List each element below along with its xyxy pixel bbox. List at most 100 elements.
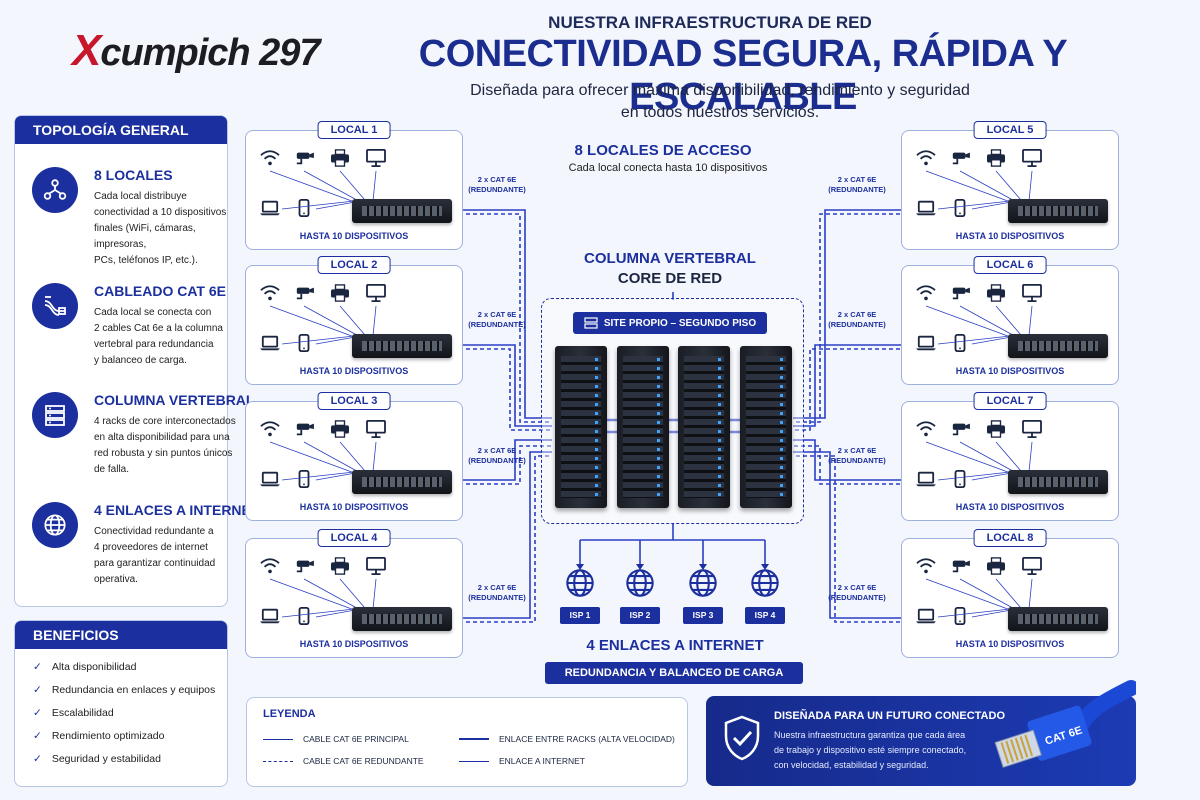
feature-line: 4 racks de core interconectados — [94, 416, 236, 427]
phone-icon — [292, 605, 316, 627]
phone-icon — [948, 332, 972, 354]
legend: LEYENDA CABLE CAT 6E PRINCIPAL CABLE CAT… — [246, 697, 688, 787]
globe-icon — [32, 502, 78, 548]
benefit-label: Escalabilidad — [51, 707, 114, 719]
local-label: LOCAL 2 — [317, 256, 391, 274]
network-switch — [1008, 607, 1108, 631]
rack-icon — [32, 392, 78, 438]
redundant-label: 2 x CAT 6E(REDUNDANTE) — [468, 310, 526, 329]
benefit-label: Alta disponibilidad — [51, 661, 137, 673]
globe-icon — [625, 568, 655, 598]
camera-icon — [292, 555, 316, 577]
phone-icon — [948, 197, 972, 219]
printer-icon — [984, 282, 1008, 304]
subtitle-line-2: en todos nuestros servicios. — [620, 104, 820, 121]
feature-line: Conectividad redundante a — [94, 526, 214, 537]
network-icon — [32, 167, 78, 213]
legend-item-redundant: CABLE CAT 6E REDUNDANTE — [263, 756, 424, 766]
isp-label: ISP 2 — [620, 607, 660, 624]
network-switch — [1008, 470, 1108, 494]
monitor-icon — [364, 147, 388, 169]
local-caption: HASTA 10 DISPOSITIVOS — [955, 639, 1065, 649]
printer-icon — [328, 555, 352, 577]
network-switch — [1008, 334, 1108, 358]
isp-label: ISP 4 — [745, 607, 785, 624]
globe-icon — [750, 568, 780, 598]
local-caption: HASTA 10 DISPOSITIVOS — [299, 639, 409, 649]
site-tag: SITE PROPIO – SEGUNDO PISO — [573, 312, 767, 334]
feature-line: vertebral para redundancia — [94, 339, 214, 350]
network-switch — [352, 470, 452, 494]
check-icon: ✓ — [33, 707, 42, 719]
network-switch — [352, 199, 452, 223]
globe-icon — [565, 568, 595, 598]
legend-title: LEYENDA — [263, 708, 316, 720]
internet-title: 4 ENLACES A INTERNET — [586, 637, 764, 654]
logo-text: Xcumpich 297 — [72, 26, 321, 75]
core-subtitle: CORE DE RED — [617, 270, 723, 287]
core-rack — [555, 346, 607, 508]
wifi-icon — [914, 147, 938, 169]
laptop-icon — [258, 197, 282, 219]
wifi-icon — [914, 555, 938, 577]
printer-icon — [328, 418, 352, 440]
camera-icon — [948, 147, 972, 169]
device-links — [925, 441, 1033, 481]
local-label: LOCAL 5 — [973, 121, 1047, 139]
wifi-icon — [258, 418, 282, 440]
isp-label: ISP 3 — [683, 607, 723, 624]
redundant-label: 2 x CAT 6E(REDUNDANTE) — [468, 446, 526, 465]
core-title: COLUMNA VERTEBRAL — [584, 250, 756, 267]
core-rack — [740, 346, 792, 508]
printer-icon — [984, 418, 1008, 440]
feature-line: operativa. — [94, 574, 138, 585]
feature-text: Cada local se conecta con 2 cables Cat 6… — [94, 305, 244, 369]
server-icon — [584, 317, 598, 329]
feature-text: 4 racks de core interconectados en alta … — [94, 414, 244, 478]
feature-title: COLUMNA VERTEBRAL — [94, 392, 255, 408]
globe-icon — [688, 568, 718, 598]
shield-check-icon — [724, 715, 760, 761]
phone-icon — [292, 468, 316, 490]
monitor-icon — [364, 555, 388, 577]
benefits-heading: BENEFICIOS — [15, 621, 227, 649]
monitor-icon — [1020, 555, 1044, 577]
check-icon: ✓ — [33, 684, 42, 696]
benefit-label: Seguridad y estabilidad — [51, 753, 161, 765]
core-rack — [678, 346, 730, 508]
printer-icon — [984, 555, 1008, 577]
laptop-icon — [914, 605, 938, 627]
laptop-icon — [914, 197, 938, 219]
laptop-icon — [258, 332, 282, 354]
feature-title: CABLEADO CAT 6E — [94, 283, 226, 299]
monitor-icon — [1020, 147, 1044, 169]
local-caption: HASTA 10 DISPOSITIVOS — [299, 366, 409, 376]
printer-icon — [328, 147, 352, 169]
feature-line: red robusta y sin puntos únicos — [94, 448, 233, 459]
benefit-item: ✓Seguridad y estabilidad — [33, 753, 161, 765]
wifi-icon — [258, 555, 282, 577]
page-subtitle: Diseñada para ofrecer máxima disponibili… — [430, 80, 1010, 124]
phone-icon — [948, 605, 972, 627]
camera-icon — [948, 555, 972, 577]
future-text: Nuestra infraestructura garantiza que ca… — [774, 730, 967, 770]
camera-icon — [948, 418, 972, 440]
topology-features: 8 LOCALES Cada local distribuye conectiv… — [14, 115, 259, 607]
core-rack — [617, 346, 669, 508]
benefit-label: Rendimiento optimizado — [51, 730, 165, 742]
camera-icon — [292, 282, 316, 304]
wifi-icon — [914, 418, 938, 440]
local-caption: HASTA 10 DISPOSITIVOS — [955, 366, 1065, 376]
access-subtitle: Cada local conecta hasta 10 dispositivos — [568, 162, 768, 174]
benefit-item: ✓Rendimiento optimizado — [33, 730, 164, 742]
feature-line: Cada local se conecta con — [94, 307, 212, 318]
wifi-icon — [258, 282, 282, 304]
monitor-icon — [1020, 418, 1044, 440]
laptop-icon — [914, 468, 938, 490]
benefit-item: ✓ Escalabilidad — [33, 707, 114, 719]
benefit-item: ✓Redundancia en enlaces y equipos — [33, 684, 215, 696]
